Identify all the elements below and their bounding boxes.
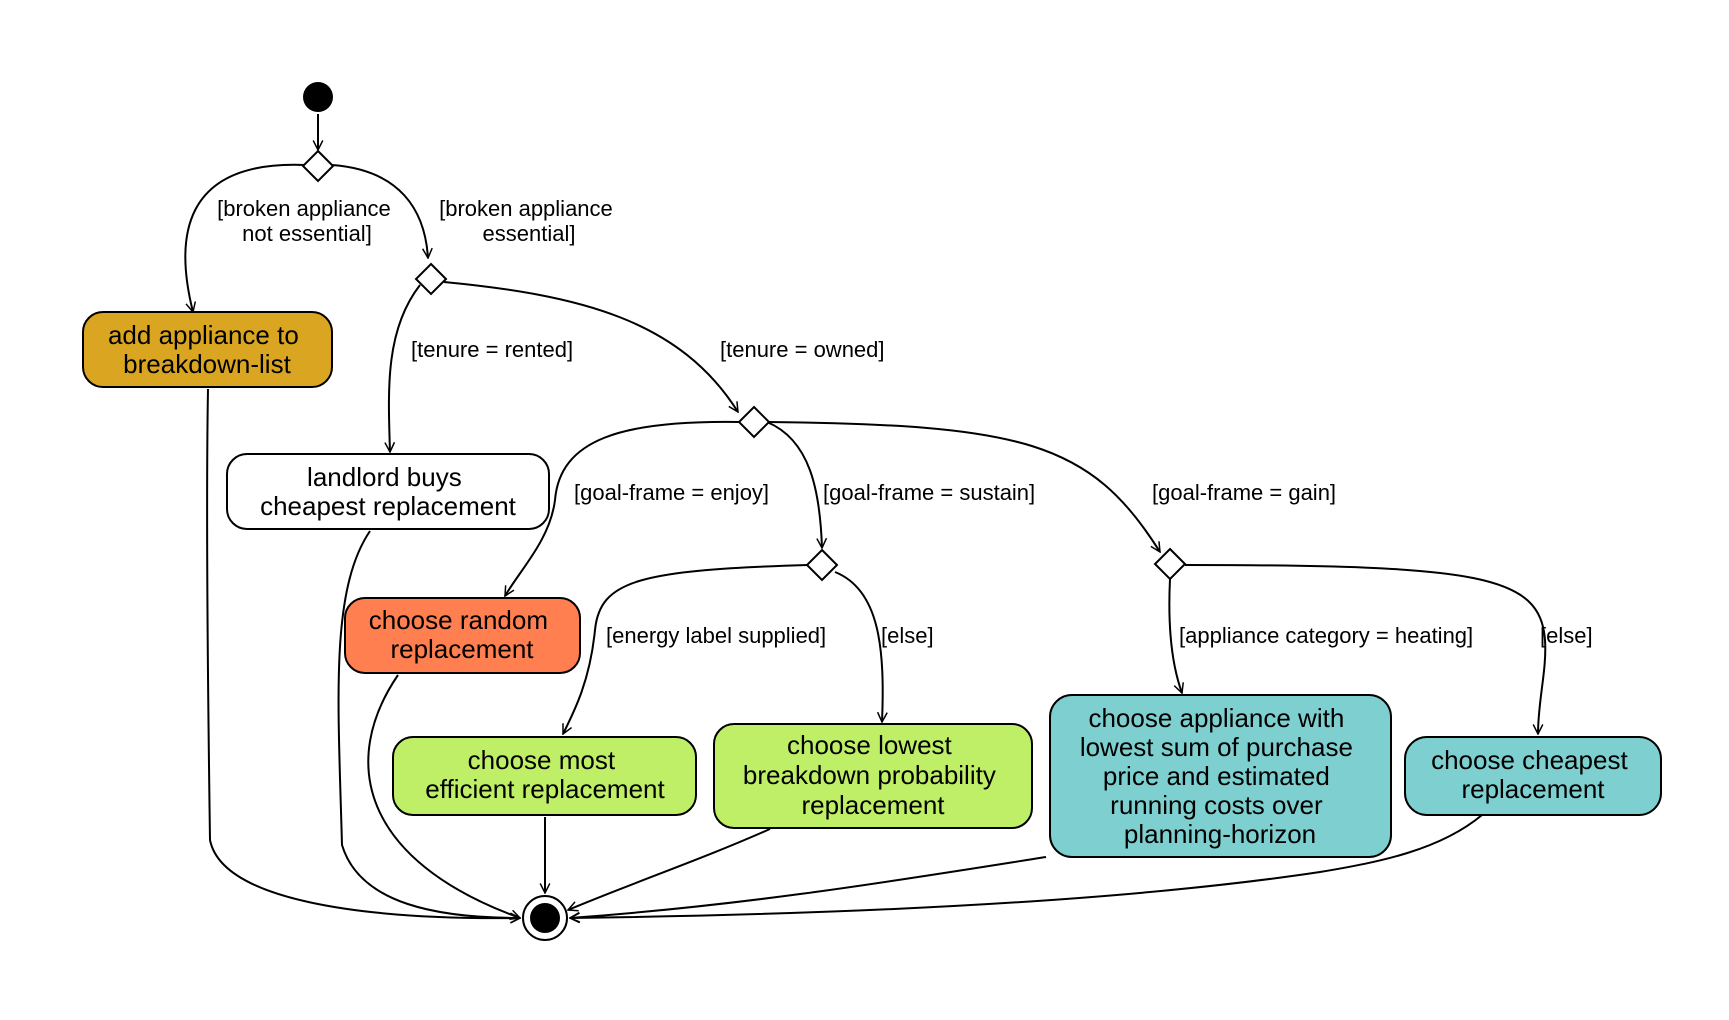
guard-heating: [appliance category = heating]	[1179, 623, 1473, 648]
edge-d3-to-d4	[766, 421, 822, 548]
action-lowest-breakdown-line-3: replacement	[801, 790, 945, 820]
edge-d5-to-lowest-sum	[1168, 578, 1182, 693]
action-cheapest-line-2: replacement	[1461, 774, 1605, 804]
action-random-line-2: replacement	[390, 634, 534, 664]
svg-text:landlord buys cheapest r: landlord buys cheapest replacement	[260, 462, 517, 521]
action-random-box	[344, 597, 581, 674]
action-lowest-sum-line-4: running costs over	[1110, 790, 1323, 820]
action-add-appliance: add appliance to breakdown-list	[82, 311, 333, 388]
action-most-efficient: choose most efficient replacement	[392, 736, 697, 816]
svg-text:choose lowest breakdown: choose lowest breakdown probability repl…	[743, 730, 1003, 820]
action-most-efficient-line-1: choose most	[468, 745, 616, 775]
final-node	[522, 895, 568, 941]
action-landlord-line-2: cheapest replacement	[260, 491, 517, 521]
action-add-appliance-line-1: add appliance to	[108, 320, 299, 350]
guard-energy-label: [energy label supplied]	[606, 623, 826, 648]
edge-d4-to-most-efficient	[562, 564, 809, 734]
action-most-efficient-line-2: efficient replacement	[425, 774, 665, 804]
action-lowest-breakdown-line-1: choose lowest	[787, 730, 953, 760]
edge-d4-to-lowest-breakdown	[834, 571, 883, 722]
action-cheapest: choose cheapest replacement	[1404, 736, 1662, 816]
decision-tenure	[414, 262, 448, 296]
initial-node	[303, 82, 333, 112]
action-random: choose random replacement	[344, 597, 581, 674]
edge-lowest-breakdown-to-end	[568, 828, 771, 910]
edge-d2-to-d3	[443, 281, 738, 412]
action-lowest-breakdown-box	[713, 723, 1033, 829]
guard-enjoy: [goal-frame = enjoy]	[574, 480, 769, 505]
decision-energy-label	[805, 548, 839, 582]
decision-appliance-category	[1153, 547, 1187, 581]
decision-goal-frame	[737, 405, 771, 439]
guard-owned: [tenure = owned]	[720, 337, 885, 362]
edges	[184, 114, 1547, 918]
edge-lowest-sum-to-end	[570, 856, 1047, 918]
guard-rented: [tenure = rented]	[411, 337, 573, 362]
edge-landlord-to-end	[337, 530, 520, 918]
decision-essential	[301, 149, 335, 183]
svg-text:choose cheapest replacem: choose cheapest replacement	[1431, 745, 1635, 804]
edge-random-to-end	[367, 674, 520, 918]
svg-text:choose random replacemen: choose random replacement	[369, 605, 555, 664]
action-lowest-sum-line-3: price and estimated	[1103, 761, 1330, 791]
guard-else-sustain: [else]	[881, 623, 934, 648]
svg-text:add appliance to breakdo: add appliance to breakdown-list	[108, 320, 306, 379]
action-add-appliance-box	[82, 311, 333, 388]
action-lowest-sum-line-2: lowest sum of purchase	[1080, 732, 1353, 762]
action-lowest-sum-line-5: planning-horizon	[1124, 819, 1316, 849]
edge-d1-to-d2	[331, 164, 428, 258]
action-lowest-sum-box	[1049, 694, 1392, 858]
guard-not-essential: [broken appliance not essential]	[217, 196, 397, 246]
action-random-line-1: choose random	[369, 605, 548, 635]
guard-else-gain: [else]	[1540, 623, 1593, 648]
edge-d2-to-landlord	[389, 284, 421, 452]
edge-d3-to-d5	[767, 421, 1160, 552]
action-lowest-sum-line-1: choose appliance with	[1088, 703, 1344, 733]
edge-d1-to-add-appliance	[184, 163, 306, 312]
edge-add-appliance-to-end	[206, 388, 520, 918]
action-lowest-breakdown-line-2: breakdown probability	[743, 760, 996, 790]
svg-text:choose appliance with lo: choose appliance with lowest sum of purc…	[1080, 703, 1360, 849]
action-cheapest-line-1: choose cheapest	[1431, 745, 1628, 775]
action-landlord-line-1: landlord buys	[307, 462, 462, 492]
action-lowest-breakdown: choose lowest breakdown probability repl…	[713, 723, 1033, 829]
action-cheapest-box	[1404, 736, 1662, 816]
edge-d5-to-cheapest	[1184, 564, 1547, 734]
action-most-efficient-box	[392, 736, 697, 816]
action-lowest-sum: choose appliance with lowest sum of purc…	[1049, 694, 1392, 858]
action-landlord: landlord buys cheapest replacement	[226, 453, 550, 530]
edge-d3-to-random	[504, 420, 741, 596]
action-landlord-box	[226, 453, 550, 530]
edge-cheapest-to-end	[570, 814, 1483, 918]
action-add-appliance-line-2: breakdown-list	[123, 349, 291, 379]
guard-essential: [broken appliance essential]	[439, 196, 619, 246]
svg-text:choose most efficient re: choose most efficient replacement	[425, 745, 665, 804]
guard-sustain: [goal-frame = sustain]	[823, 480, 1035, 505]
guard-gain: [goal-frame = gain]	[1152, 480, 1336, 505]
